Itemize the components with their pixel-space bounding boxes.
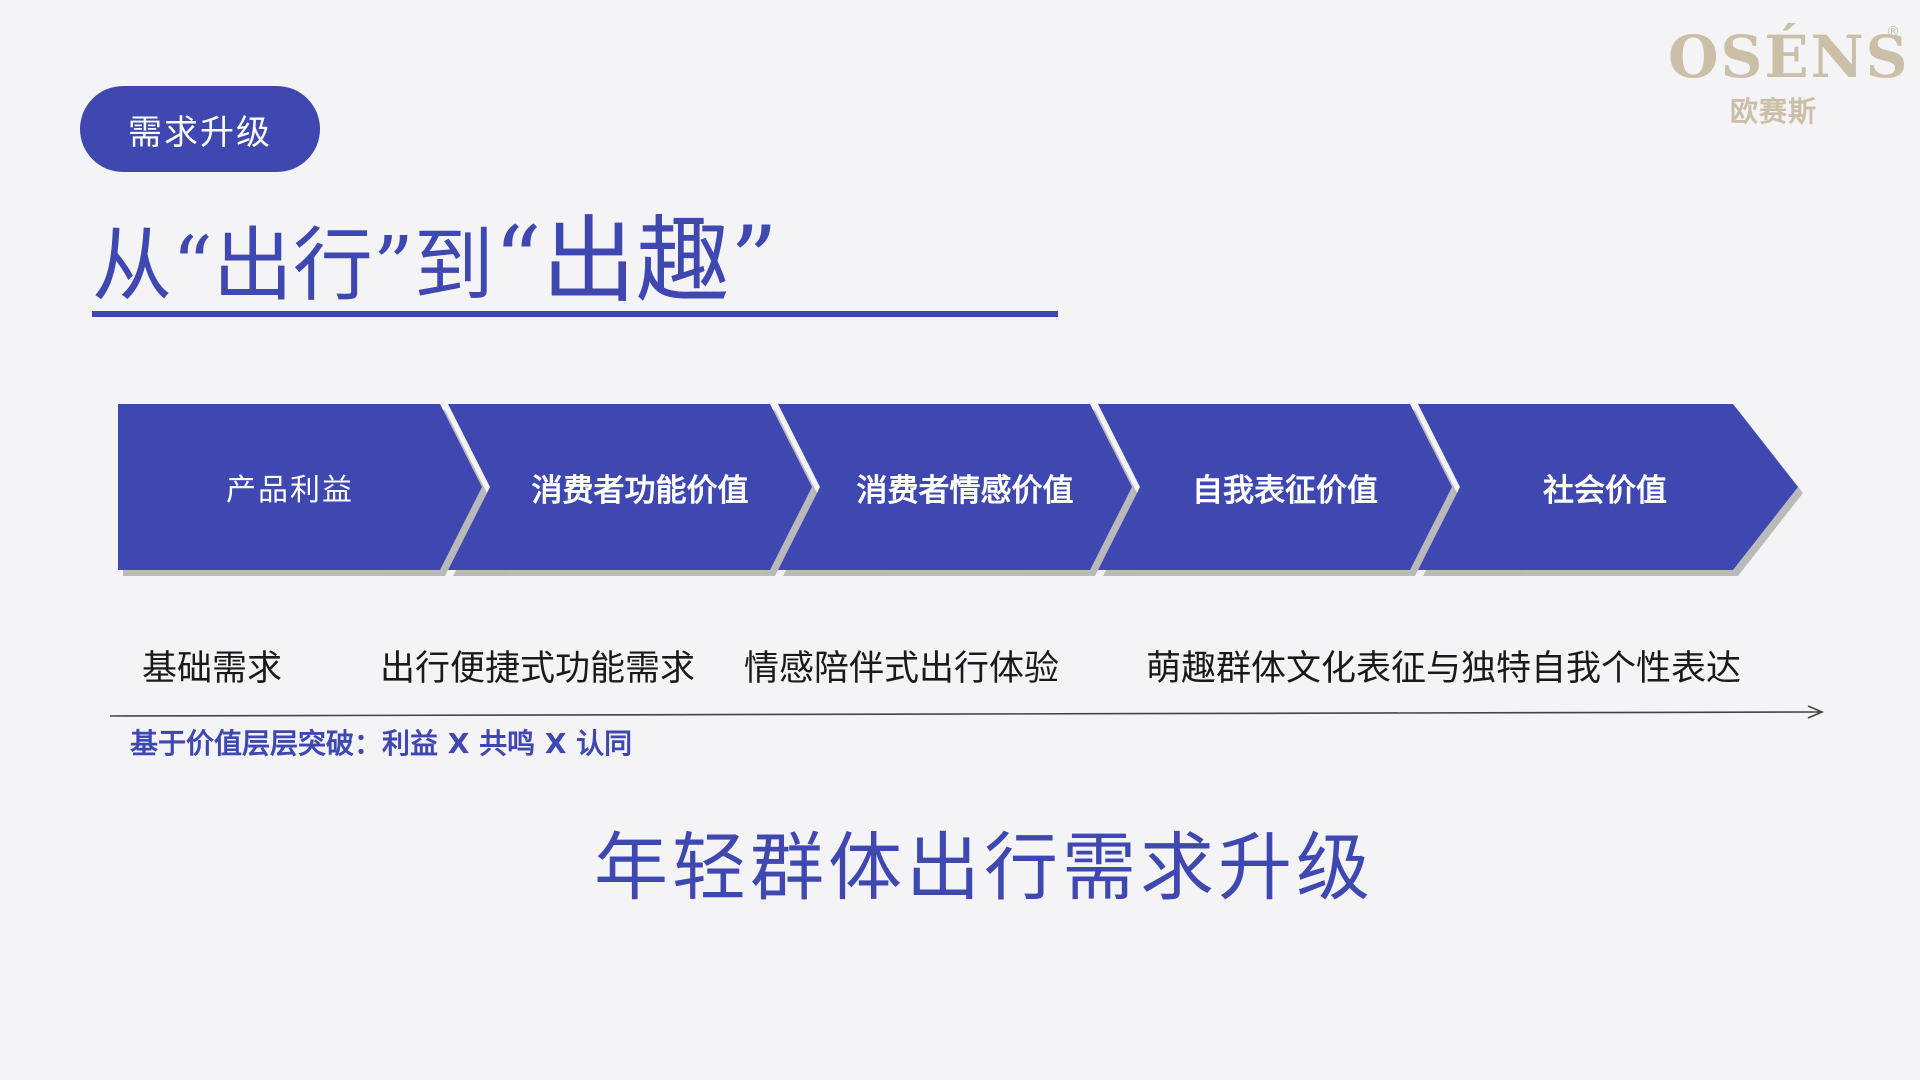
- progress-arrow-line: [109, 705, 1825, 719]
- description-2: 出行便捷式功能需求: [380, 649, 696, 689]
- logo-wordmark: OSÉNS: [1668, 23, 1910, 91]
- step-label-3: 消费者情感价值: [856, 472, 1074, 509]
- logo-registered-mark: ®: [1886, 24, 1900, 40]
- chevron-shapes: [118, 404, 1803, 576]
- step-label-4: 自我表征价值: [1192, 472, 1378, 509]
- title-part-2: “出趣”: [493, 207, 778, 316]
- description-4: 萌趣群体文化表征与独特自我个性表达: [1146, 649, 1742, 689]
- chevron-step-4: [1098, 404, 1452, 570]
- page-title: 从“出行”到“出趣”: [92, 212, 778, 316]
- chevron-step-3: [778, 404, 1132, 570]
- section-tag-label: 需求升级: [128, 112, 272, 153]
- title-part-1: 从“出行”到: [92, 219, 494, 312]
- chevron-step-1: [118, 404, 482, 570]
- title-underline: [92, 311, 1058, 317]
- description-3: 情感陪伴式出行体验: [744, 649, 1060, 689]
- value-chevron-process: 产品利益 消费者功能价值 消费者情感价值 自我表征价值 社会价值: [118, 404, 1808, 578]
- step-label-5: 社会价值: [1543, 472, 1667, 509]
- chevron-step-2: [448, 404, 812, 570]
- step-label-2: 消费者功能价值: [531, 472, 749, 509]
- basis-note: 基于价值层层突破：利益 X 共鸣 X 认同: [130, 727, 633, 760]
- conclusion-heading: 年轻群体出行需求升级: [594, 825, 1374, 911]
- arrow-head-icon: [1807, 705, 1825, 719]
- chevron-step-5: [1418, 404, 1798, 570]
- logo-chinese-name: 欧赛斯: [1730, 95, 1818, 128]
- section-tag: 需求升级: [80, 86, 320, 172]
- description-1: 基础需求: [142, 649, 283, 689]
- brand-logo: OSÉNS ® 欧赛斯: [1668, 22, 1908, 132]
- step-label-1: 产品利益: [226, 473, 354, 508]
